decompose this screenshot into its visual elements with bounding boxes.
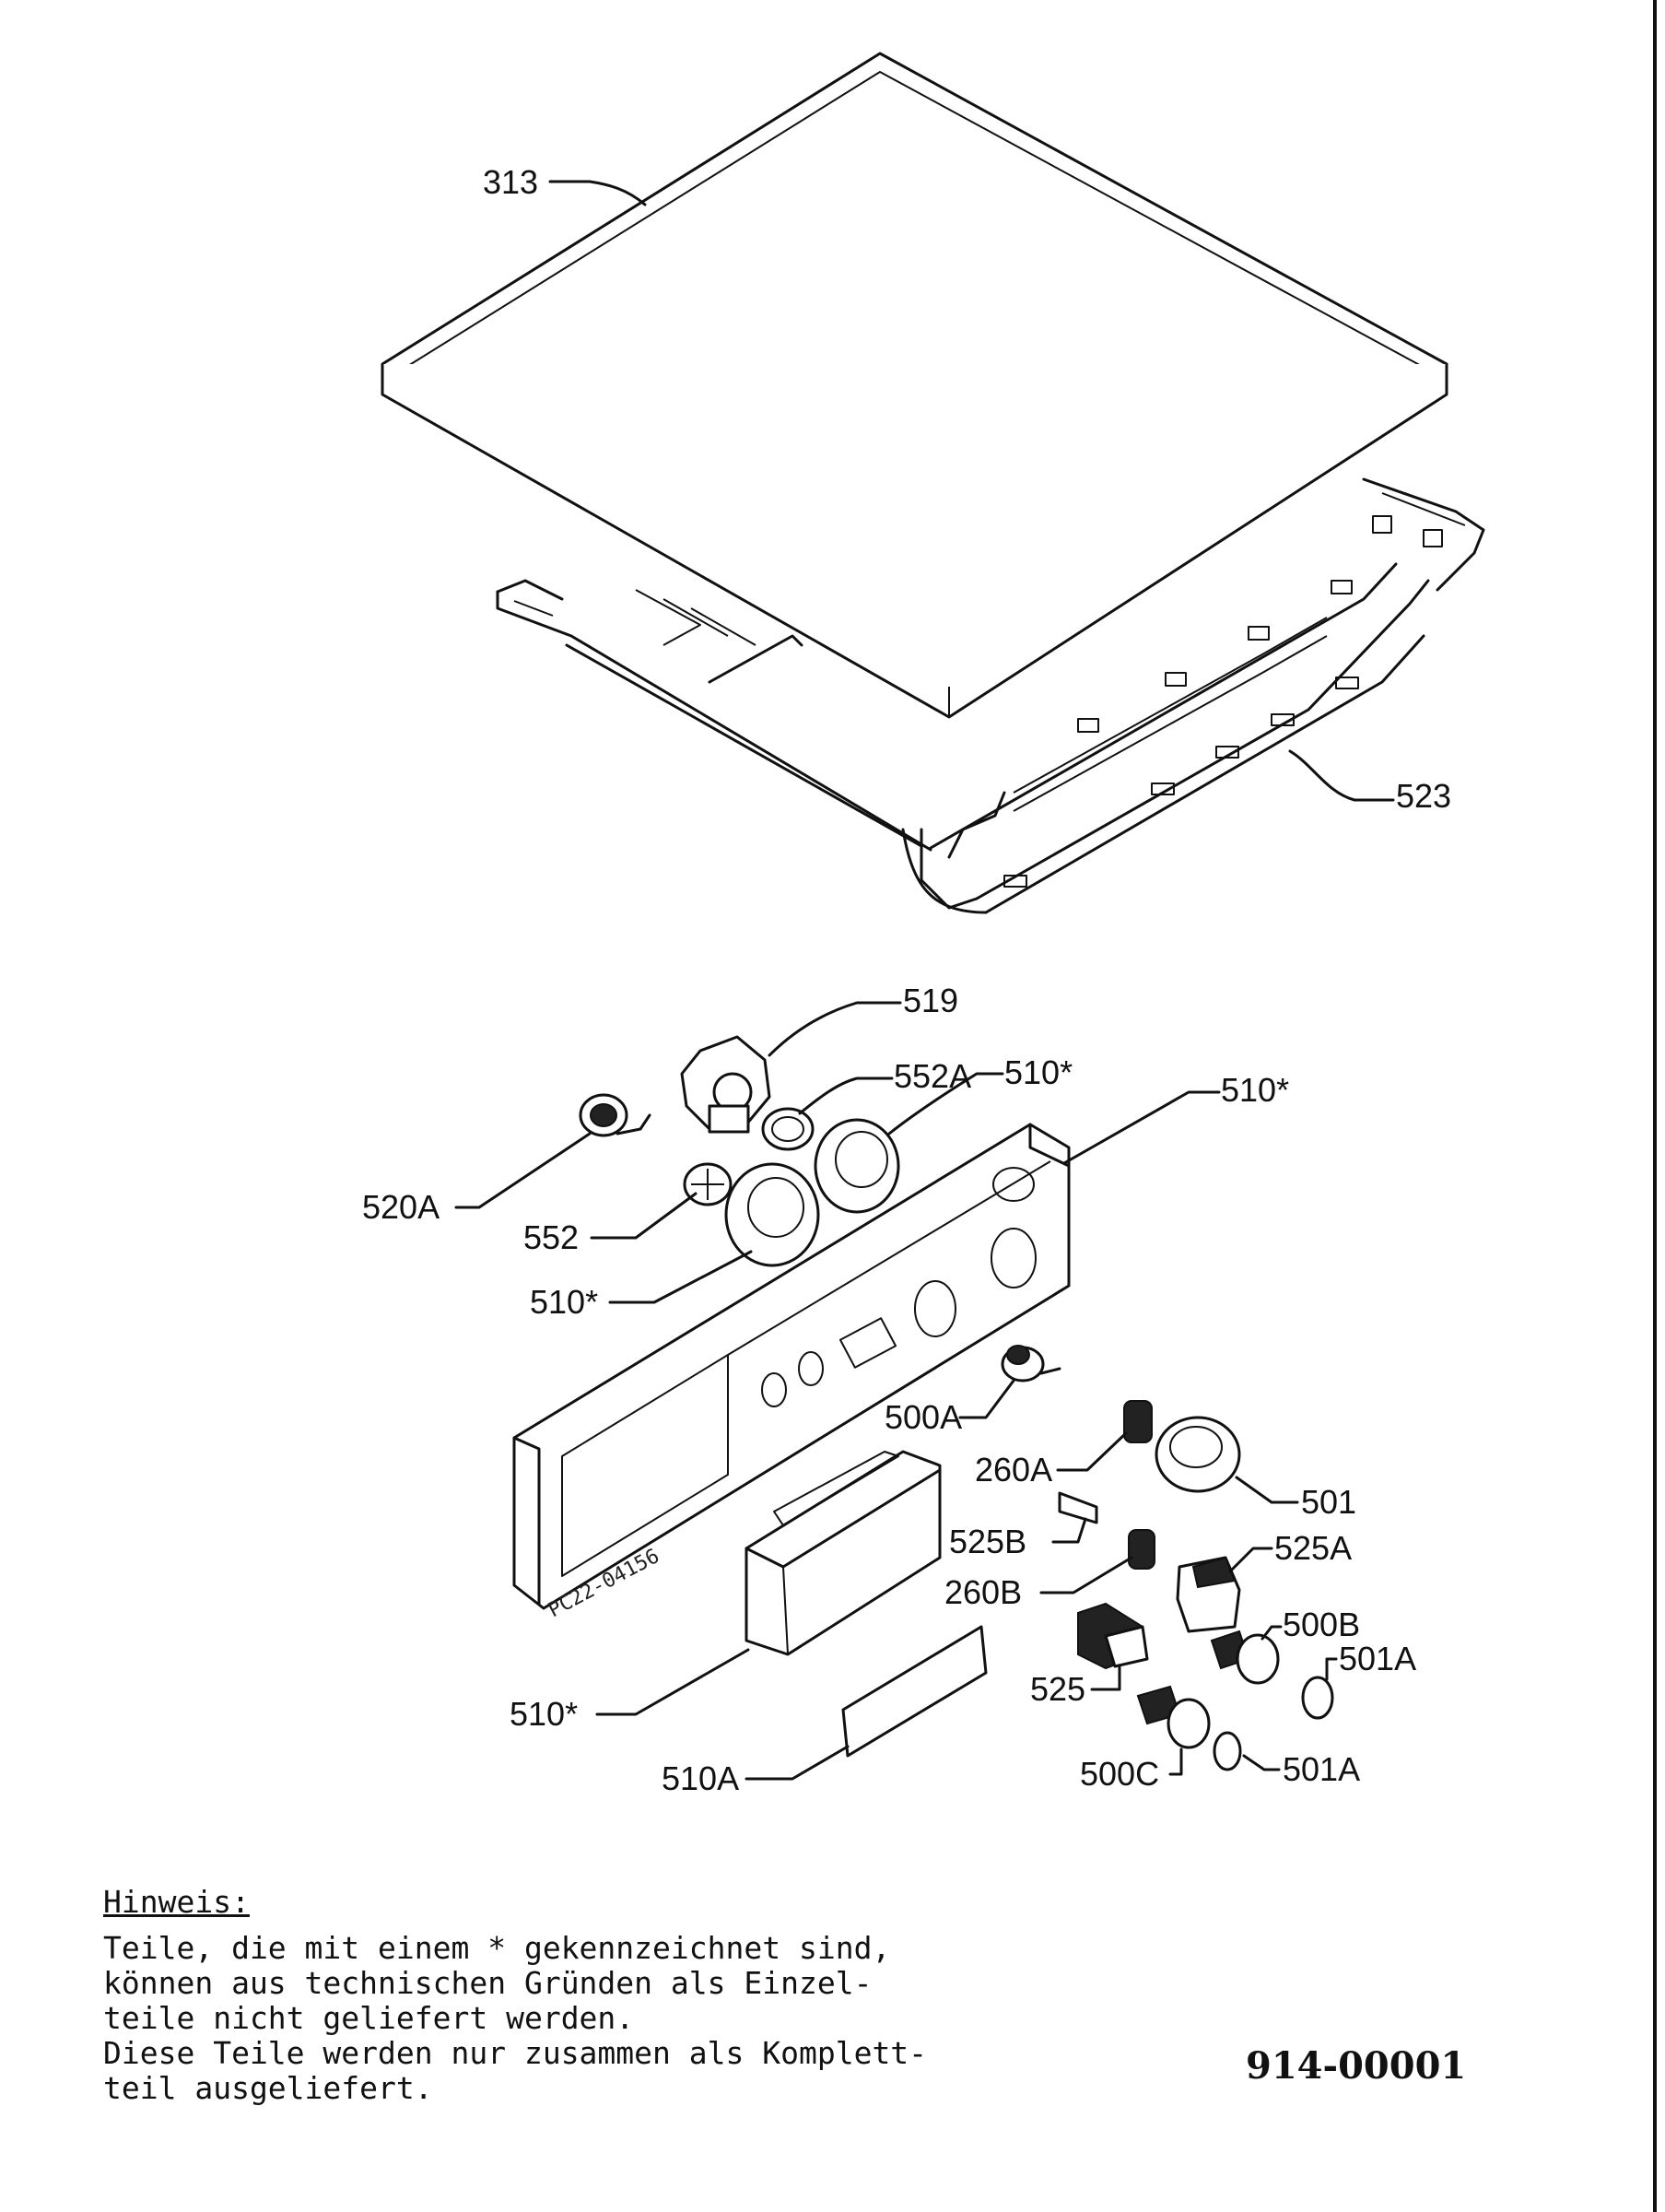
note-line: können aus technischen Gründen als Einze… bbox=[103, 1965, 873, 2001]
label-525B: 525B bbox=[949, 1523, 1026, 1560]
note-block: Hinweis: Teile, die mit einem * gekennze… bbox=[103, 1885, 932, 2106]
label-519: 519 bbox=[903, 982, 958, 1019]
part-313-top-cover bbox=[381, 52, 1448, 719]
note-line: Diese Teile werden nur zusammen als Komp… bbox=[103, 2035, 928, 2071]
label-260A: 260A bbox=[975, 1451, 1052, 1488]
label-510A: 510A bbox=[662, 1759, 739, 1797]
note-title: Hinweis: bbox=[103, 1884, 250, 1920]
part-501-knob bbox=[1155, 1416, 1241, 1493]
leader-lines bbox=[454, 180, 1395, 1781]
part-525A-cap bbox=[1176, 1556, 1241, 1633]
label-510-knob-left: 510* bbox=[530, 1283, 598, 1321]
label-520A: 520A bbox=[362, 1188, 440, 1226]
label-313: 313 bbox=[483, 163, 538, 201]
label-510-panel: 510* bbox=[1221, 1071, 1289, 1109]
note-line: teile nicht geliefert werden. bbox=[103, 2000, 635, 2036]
part-519-knob-holder bbox=[680, 1035, 771, 1134]
label-500B: 500B bbox=[1283, 1606, 1360, 1643]
label-525: 525 bbox=[1030, 1670, 1085, 1708]
part-500C-lamp bbox=[1136, 1685, 1211, 1749]
part-510-front-panel bbox=[512, 1123, 1071, 1610]
part-525B-pin bbox=[1058, 1491, 1098, 1524]
label-500A: 500A bbox=[885, 1398, 962, 1436]
part-501A-lens-upper bbox=[1301, 1676, 1334, 1720]
label-500C: 500C bbox=[1080, 1755, 1159, 1793]
label-523: 523 bbox=[1396, 777, 1451, 815]
label-552A: 552A bbox=[894, 1057, 971, 1095]
part-552A-ring bbox=[761, 1107, 815, 1151]
note-line: teil ausgeliefert. bbox=[103, 2070, 433, 2106]
part-525-switch bbox=[1077, 1602, 1149, 1670]
label-501: 501 bbox=[1301, 1483, 1356, 1521]
label-501A-upper: 501A bbox=[1339, 1640, 1416, 1677]
part-510-knob-left bbox=[724, 1162, 820, 1267]
part-500B-lamp bbox=[1210, 1630, 1280, 1685]
part-labels: 313 523 519 552A 510* 510* 520A 552 510*… bbox=[362, 163, 1451, 1797]
part-510-knob-right bbox=[814, 1118, 900, 1214]
part-501A-lens-lower bbox=[1213, 1731, 1242, 1771]
note-line: Teile, die mit einem * gekennzeichnet si… bbox=[103, 1930, 891, 1966]
part-523-panel-frame bbox=[496, 477, 1485, 914]
part-500A-selector bbox=[1001, 1345, 1061, 1382]
label-510-knob-right: 510* bbox=[1004, 1053, 1073, 1091]
part-510A-strip bbox=[841, 1625, 988, 1758]
part-510-push-button bbox=[745, 1450, 942, 1656]
label-510-push-button: 510* bbox=[510, 1695, 578, 1733]
label-525A: 525A bbox=[1274, 1529, 1352, 1567]
document-number: 914-00001 bbox=[1246, 2044, 1467, 2088]
label-552: 552 bbox=[523, 1218, 579, 1256]
page-border-line bbox=[1653, 0, 1657, 2212]
part-260A-spring bbox=[1123, 1400, 1153, 1443]
part-260B-spring bbox=[1128, 1529, 1155, 1570]
label-501A-lower: 501A bbox=[1283, 1750, 1360, 1788]
part-552-insert bbox=[683, 1162, 733, 1206]
label-260B: 260B bbox=[944, 1573, 1022, 1611]
part-520A-knob-shaft bbox=[579, 1093, 651, 1137]
